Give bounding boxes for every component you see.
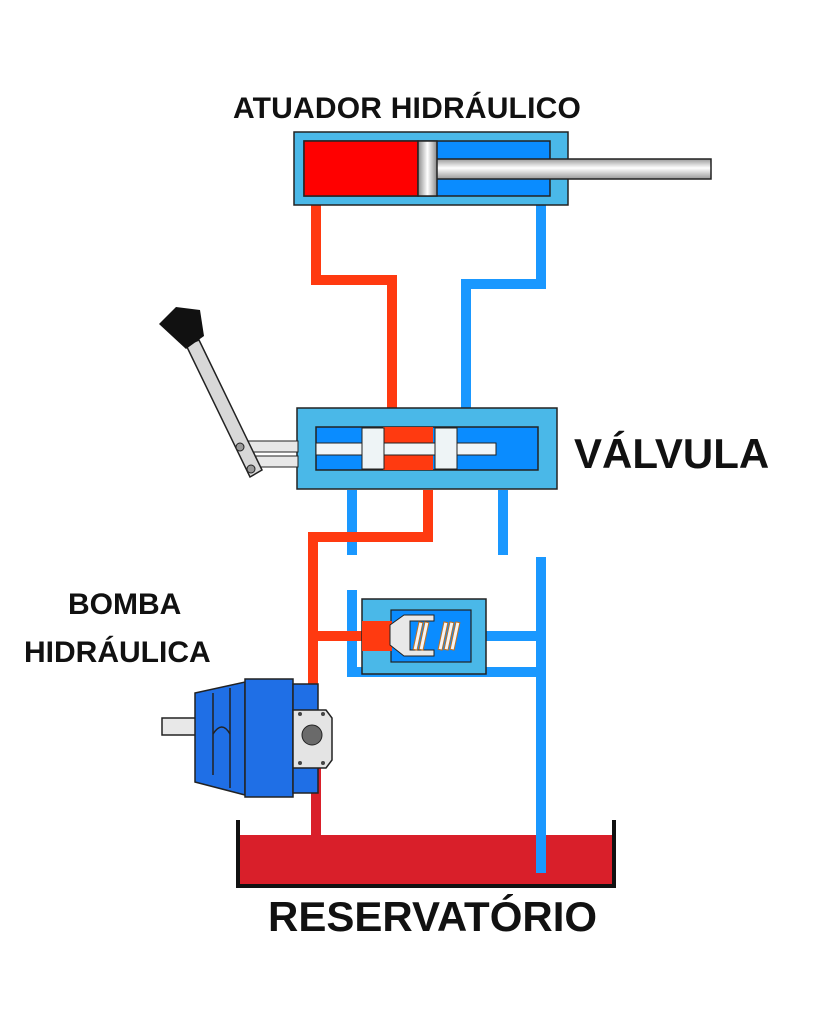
valve-stem-top <box>245 440 299 453</box>
reservoir-tank <box>236 820 616 888</box>
reservoir-label: RESERVATÓRIO <box>268 893 598 940</box>
hydraulic-pump <box>161 678 333 798</box>
lever-pivot-top <box>235 442 245 452</box>
valve-spool <box>315 442 497 456</box>
return-line-actuator <box>461 198 546 410</box>
actuator-label: ATUADOR HIDRÁULICO <box>233 92 582 125</box>
relief-valve-inlet <box>362 621 392 651</box>
lever-arm[interactable] <box>184 339 263 479</box>
pressure-line-actuator <box>311 198 397 410</box>
directional-valve <box>245 407 558 490</box>
pump-inlet-port <box>301 724 323 746</box>
hydraulic-actuator <box>293 131 712 206</box>
pump-front-flange <box>194 681 246 796</box>
lever-knob[interactable] <box>159 307 204 349</box>
pump-housing <box>244 678 294 798</box>
actuator-pressure-chamber <box>303 140 419 197</box>
pressure-line-pump-valve <box>308 490 433 700</box>
reservoir-fluid <box>238 835 614 885</box>
piston-rod <box>435 158 712 180</box>
relief-valve <box>361 598 487 675</box>
piston <box>417 140 438 197</box>
relief-poppet <box>389 614 435 657</box>
relief-spring <box>412 621 461 651</box>
pump-label-line1: BOMBA <box>68 588 182 621</box>
pump-label-line2: HIDRÁULICA <box>24 636 211 669</box>
lever-pivot-bottom <box>246 464 256 474</box>
spool-land-right <box>434 427 458 470</box>
valve-lever[interactable] <box>159 307 263 479</box>
spool-land-left <box>361 427 385 470</box>
valve-label: VÁLVULA <box>574 430 770 477</box>
reservoir <box>236 820 616 888</box>
